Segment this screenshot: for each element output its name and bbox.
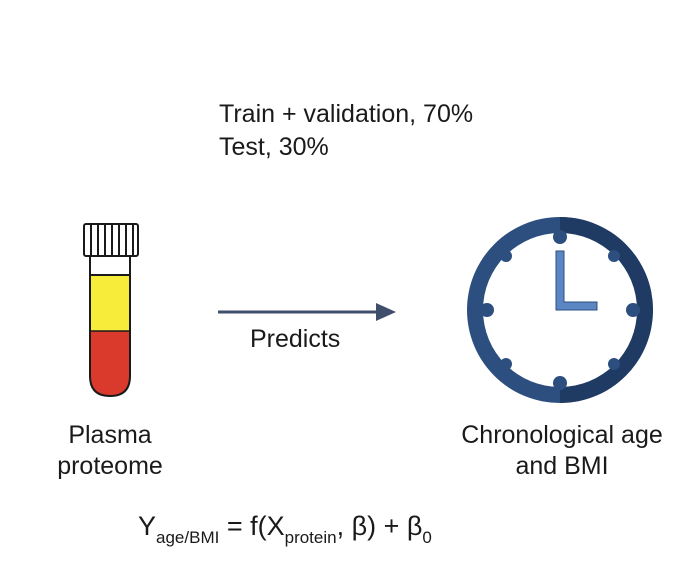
formula-beta: , β) + β <box>336 511 423 541</box>
formula-y: Y <box>138 511 157 541</box>
plasma-label-line1: Plasma <box>68 421 152 449</box>
data-split-text: Train + validation, 70% Test, 30% <box>219 98 473 164</box>
formula-x-subscript: protein <box>284 528 337 547</box>
test-label: Test, 30% <box>219 133 329 161</box>
blood-tube-icon <box>83 223 139 398</box>
formula-y-subscript: age/BMI <box>156 528 220 547</box>
plasma-proteome-label: Plasma proteome <box>30 420 190 482</box>
formula-beta-subscript: 0 <box>422 528 432 547</box>
chronological-age-bmi-label: Chronological age and BMI <box>428 420 696 482</box>
predicts-label: Predicts <box>250 325 341 353</box>
plasma-label-line2: proteome <box>57 452 163 480</box>
predicts-arrow <box>218 303 396 321</box>
clock-icon <box>467 217 653 403</box>
output-label-line1: Chronological age <box>461 421 663 449</box>
formula-function: = f(X <box>219 511 285 541</box>
model-formula: Yage/BMI = f(Xprotein, β) + β0 <box>138 508 432 548</box>
output-label-line2: and BMI <box>515 452 609 480</box>
train-validation-label: Train + validation, 70% <box>219 100 474 128</box>
